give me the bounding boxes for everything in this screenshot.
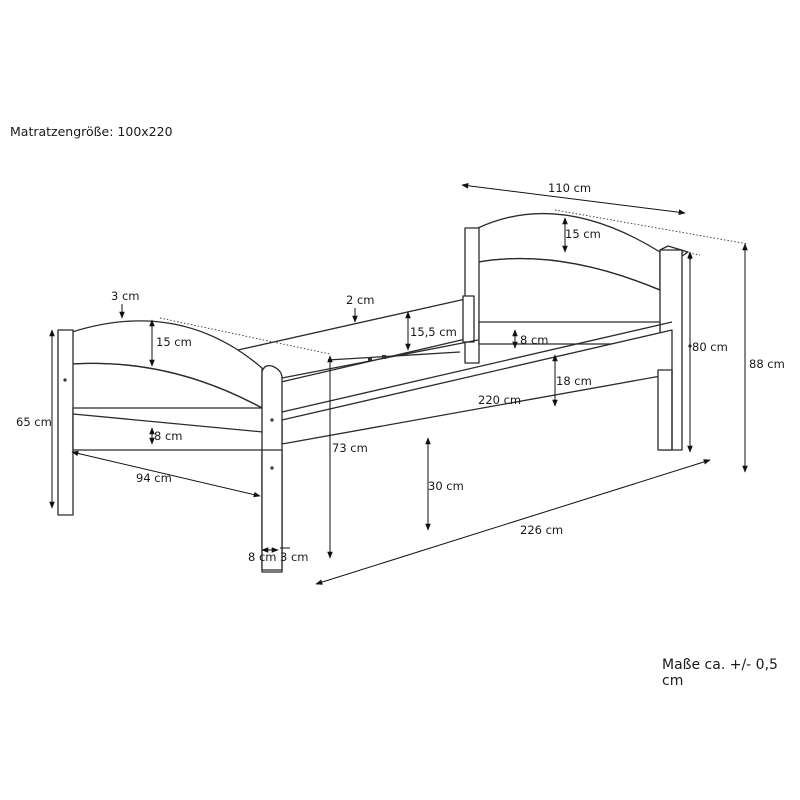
dimension-lines: [49, 183, 748, 585]
dim-footboard-panel-height: 15 cm: [156, 335, 192, 349]
dim-inner-length: 220 cm: [478, 393, 521, 407]
mattress-size-label: Matratzengröße: 100x220: [10, 124, 173, 139]
dim-leg-clearance: 30 cm: [428, 479, 464, 493]
dim-foot-rail-height: 8 cm: [154, 429, 183, 443]
dim-total-length: 226 cm: [520, 523, 563, 537]
headboard-panel: [477, 212, 661, 291]
footboard-left-post: [57, 329, 74, 516]
dim-side-rail-height: 18 cm: [556, 374, 592, 388]
dim-front-height: 73 cm: [332, 441, 368, 455]
tolerance-note: Maße ca. +/- 0,5 cm: [662, 657, 778, 689]
dim-back-rail-height: 15,5 cm: [410, 325, 457, 339]
footboard: [57, 320, 283, 573]
dim-foot-width: 94 cm: [136, 471, 172, 485]
dim-head-rail-height: 8 cm: [520, 333, 549, 347]
dim-headboard-panel-height: 15 cm: [565, 227, 601, 241]
dim-back-rail-thickness: 2 cm: [346, 293, 375, 307]
dimension-labels: 110 cm 15 cm 80 cm 88 cm 8 cm 18 cm 220 …: [16, 181, 785, 564]
dim-foot-height: 65 cm: [16, 415, 52, 429]
dim-footboard-post-top: 3 cm: [111, 289, 140, 303]
dim-headboard-width: 110 cm: [548, 181, 591, 195]
footboard-panel: [71, 320, 263, 409]
dim-leg-width: 8 cm: [248, 550, 277, 564]
dim-total-height: 88 cm: [749, 357, 785, 371]
dim-head-post-height: 80 cm: [692, 340, 728, 354]
front-right-leg: [657, 369, 673, 451]
dim-leg-depth: 3 cm: [280, 550, 309, 564]
